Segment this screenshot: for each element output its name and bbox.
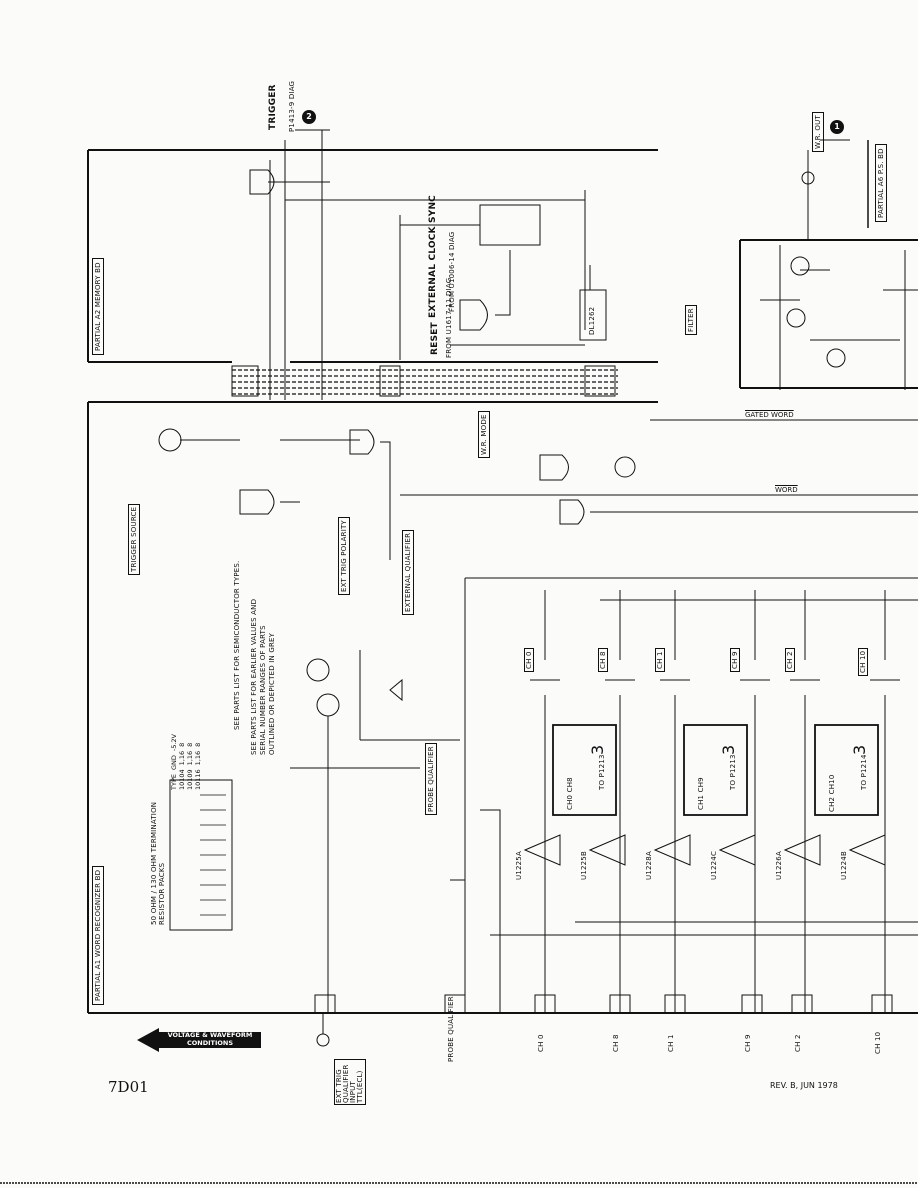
a6-board-label: PARTIAL A6 P.S. BD — [875, 144, 887, 222]
ic-table-cell: 8 — [194, 742, 202, 747]
ic-table-header-gnd: GND — [170, 755, 178, 771]
parts-note-1: SEE PARTS LIST FOR SEMICONDUCTOR TYPES. — [233, 560, 241, 730]
memory-board-label: PARTIAL A2 MEMORY BD — [92, 258, 104, 355]
probe-block-pins: CH2 CH10 — [828, 774, 836, 813]
probe-qualifier-out: PROBE QUALIFIER — [447, 996, 455, 1062]
channel-out-label: CH 9 — [744, 1034, 752, 1052]
ic-table-cell: 8 — [186, 742, 194, 747]
probe-block-pins: CH0 CH8 — [566, 777, 574, 810]
parts-note-2: SEE PARTS LIST FOR EARLIER VALUES AND SE… — [250, 598, 276, 755]
trigger-label: TRIGGER — [268, 84, 278, 130]
comparator-label: U1224B — [840, 851, 848, 880]
ic-table-header-type: TYPE — [170, 774, 178, 790]
ic-table-cell: 8 — [178, 742, 186, 747]
ext-trig-input-label: EXT TRIG QUALIFIER INPUT TTL(ECL) — [334, 1059, 366, 1105]
reset-ref: FROM U1617-11 DIAG — [445, 277, 453, 358]
ic-table-cell: 1,16 — [194, 750, 202, 766]
channel-out-label: CH 1 — [667, 1034, 675, 1052]
channel-out-label: CH 10 — [874, 1031, 882, 1054]
ic-table-header-v: -5.2V — [170, 733, 178, 752]
ch-switch-label: CH 9 — [730, 648, 740, 672]
ch-switch-label: CH 10 — [858, 647, 868, 676]
wr-out-marker: 1 — [830, 120, 844, 134]
voltage-waveform-banner: VOLTAGE & WAVEFORM CONDITIONS — [137, 1028, 261, 1052]
ch-switch-label: CH 8 — [598, 648, 608, 672]
dl1262-label: DL1262 — [588, 306, 596, 335]
trigger-ref: P1413-9 DIAG — [288, 80, 296, 132]
probe-block-pins: CH1 CH9 — [697, 777, 705, 810]
external-clock-sync: EXTERNAL CLOCK SYNC — [428, 195, 438, 318]
ch-switch-label: CH 0 — [524, 648, 534, 672]
trigger-marker: 2 — [302, 110, 316, 124]
comparator-label: U1228A — [645, 851, 653, 880]
ic-table-cell: 10109 — [186, 769, 194, 790]
revision: REV. B, JUN 1978 — [770, 1081, 838, 1090]
arrow-left-icon — [137, 1028, 159, 1052]
word-label: WORD — [775, 486, 798, 494]
ch-switch-label: CH 2 — [785, 648, 795, 672]
comparator-label: U1224C — [710, 850, 718, 880]
ch-switch-label: CH 1 — [655, 648, 665, 672]
probe-block-mark: 3 — [588, 744, 607, 755]
word-recognizer-board-label: PARTIAL A1 WORD RECOGNIZER BD — [92, 865, 104, 1005]
comparator-label: U1225A — [515, 851, 523, 880]
gated-word-label: GATED WORD — [745, 411, 794, 419]
channel-out-label: CH 0 — [537, 1034, 545, 1052]
wr-mode-label: W.R. MODE — [478, 411, 490, 458]
filter-label: FILTER — [685, 305, 697, 335]
reset-label: RESET — [430, 322, 440, 355]
ic-table-cell: 10104 — [178, 769, 186, 790]
comparator-label: U1225B — [580, 851, 588, 880]
ic-table-cell: 1,16 — [178, 750, 186, 766]
comparator-label: U1226A — [775, 851, 783, 880]
channel-out-label: CH 2 — [794, 1034, 802, 1052]
voltage-waveform-text: VOLTAGE & WAVEFORM CONDITIONS — [159, 1031, 261, 1048]
ic-table-cell: 1,16 — [186, 750, 194, 766]
wr-out-label: W.R. OUT — [812, 112, 824, 152]
probe-block-to: TO P1213 — [598, 754, 606, 790]
channel-out-label: CH 8 — [612, 1034, 620, 1052]
probe-block-mark: 3 — [719, 744, 738, 755]
resistor-packs-title: 50 OHM / 130 OHM TERMINATION RESISTOR PA… — [150, 801, 166, 925]
ic-table-cell: 10116 — [194, 769, 202, 790]
probe-block-to: TO P1214 — [860, 754, 868, 790]
probe-block-mark: 3 — [850, 744, 869, 755]
probe-qualifier-label: PROBE QUALIFIER — [425, 743, 437, 815]
probe-block-to: TO P1213 — [729, 754, 737, 790]
trigger-source-label: TRIGGER SOURCE — [128, 503, 140, 575]
external-qualifier-label: EXTERNAL QUALIFIER — [402, 529, 414, 615]
doc-id: 7D01 — [108, 1078, 149, 1096]
ext-trig-polarity-label: EXT TRIG POLARITY — [338, 517, 350, 595]
